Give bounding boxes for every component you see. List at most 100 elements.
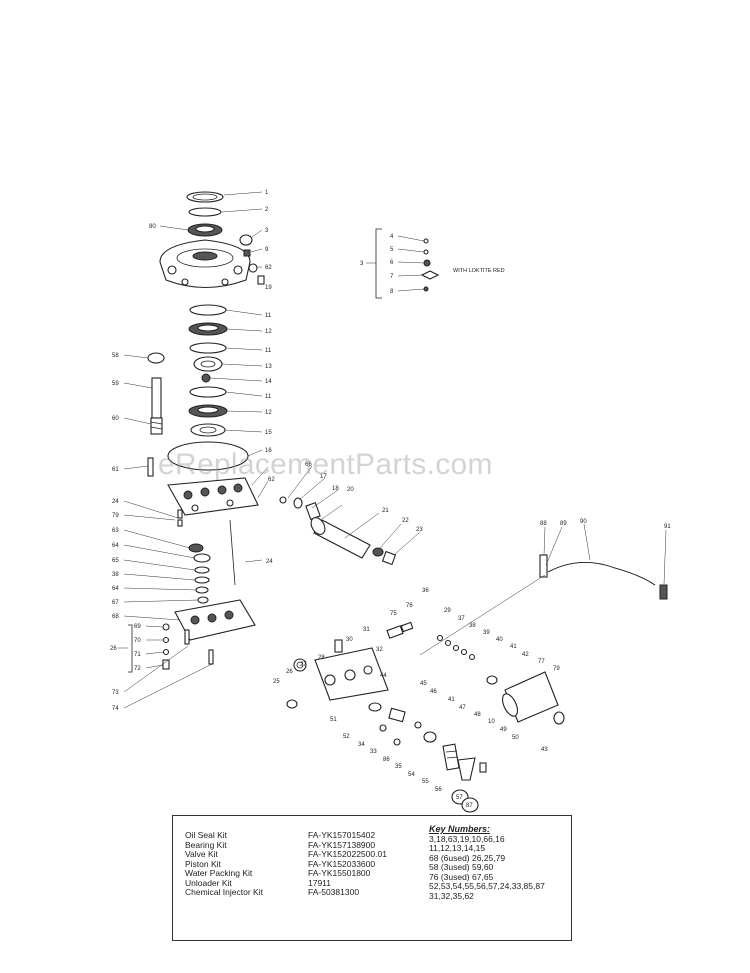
inset-note: WITH LOKTITE RED bbox=[453, 268, 505, 274]
callout-label: 11 bbox=[265, 394, 272, 400]
part-59-guide bbox=[151, 377, 162, 419]
part-1-oil-seal bbox=[186, 191, 224, 203]
part-2-ring bbox=[188, 207, 222, 217]
callout-label: 30 bbox=[346, 637, 353, 643]
callout-label: 14 bbox=[265, 379, 272, 385]
crankcase-housing bbox=[159, 239, 251, 289]
callout-label: 15 bbox=[265, 430, 272, 436]
callout-label: 62 bbox=[265, 265, 272, 271]
crankcase-assembly bbox=[147, 191, 265, 477]
key-numbers: 58 (3used) 59,60 bbox=[429, 862, 494, 872]
callout-label: 74 bbox=[112, 706, 119, 712]
callout-label: 86 bbox=[383, 757, 390, 763]
kit-name: Valve Kit bbox=[185, 849, 218, 859]
kit-name: Unloader Kit bbox=[185, 877, 232, 888]
manifold-assembly bbox=[162, 477, 259, 670]
callout-label: 42 bbox=[522, 652, 529, 658]
callout-label: 9 bbox=[265, 247, 269, 253]
callout-label: 67 bbox=[112, 600, 119, 606]
callout-label: 52 bbox=[343, 734, 350, 740]
part-61-pin bbox=[147, 457, 154, 477]
inset-item-label: 5 bbox=[390, 247, 394, 253]
callout-label: 65 bbox=[112, 558, 119, 564]
watermark: eReplacementParts.com bbox=[158, 448, 493, 481]
callout-label: 2 bbox=[265, 207, 269, 213]
callout-label: 27 bbox=[300, 662, 307, 668]
kit-name-column: Oil Seal Kit Bearing Kit Valve Kit Pisto… bbox=[185, 830, 263, 898]
callout-label: 12 bbox=[265, 410, 272, 416]
callout-label: 11 bbox=[265, 313, 272, 319]
key-numbers: 68 (6used) 26,25,79 bbox=[429, 852, 506, 863]
callout-label: 54 bbox=[408, 772, 415, 778]
callout-label: 72 bbox=[134, 666, 141, 672]
callout-label: 34 bbox=[358, 742, 365, 748]
callout-label: 60 bbox=[112, 416, 119, 422]
part-9-plug bbox=[243, 249, 251, 257]
callout-label: 31 bbox=[363, 627, 370, 633]
key-numbers-title: Key Numbers: bbox=[429, 824, 491, 834]
callout-label: 41 bbox=[448, 697, 455, 703]
callout-label: 35 bbox=[395, 764, 402, 770]
callout-labels: 1 2 3 9 62 19 80 11 12 11 13 14 11 12 15… bbox=[110, 190, 671, 809]
key-numbers-column: Key Numbers: 3,18,63,19,10,66,16 11,12,1… bbox=[429, 824, 545, 901]
callout-label: 37 bbox=[458, 616, 465, 622]
unloader-assembly bbox=[286, 554, 668, 813]
callout-label: 87 bbox=[466, 803, 473, 809]
callout-label: 36 bbox=[422, 588, 429, 594]
callout-label: 79 bbox=[553, 666, 560, 672]
part-58-nut bbox=[147, 352, 165, 364]
callout-label: 69 bbox=[134, 624, 141, 630]
part-3-cap bbox=[239, 234, 253, 246]
part-88-injector bbox=[539, 554, 548, 578]
kit-code: FA-YK152033600 bbox=[308, 858, 376, 869]
callout-label: 19 bbox=[265, 285, 272, 291]
callout-label: 89 bbox=[560, 521, 567, 527]
part-19-bolt bbox=[257, 275, 265, 285]
callout-label: 56 bbox=[435, 787, 442, 793]
key-numbers: 31,32,35,62 bbox=[429, 890, 474, 901]
part-60-spring bbox=[150, 417, 163, 435]
kit-code: FA-YK15501800 bbox=[308, 868, 371, 878]
callout-label: 48 bbox=[474, 712, 481, 718]
kit-name: Chemical Injector Kit bbox=[185, 887, 263, 897]
callout-label: 88 bbox=[540, 521, 547, 527]
kit-name: Piston Kit bbox=[185, 858, 221, 869]
callout-label: 43 bbox=[541, 747, 548, 753]
key-numbers: 52,53,54,55,56,57,24,33,85,87 bbox=[429, 881, 545, 891]
callout-label: 44 bbox=[380, 673, 387, 679]
key-numbers: 3,18,63,19,10,66,16 bbox=[429, 833, 505, 844]
key-numbers: 76 (3used) 67,65 bbox=[429, 871, 494, 882]
callout-label: 32 bbox=[376, 647, 383, 653]
callout-label: 24 bbox=[112, 499, 119, 505]
inset-item-label: 8 bbox=[390, 289, 394, 295]
callout-label: 45 bbox=[420, 681, 427, 687]
callout-label: 18 bbox=[332, 486, 339, 492]
kit-name: Bearing Kit bbox=[185, 839, 227, 850]
part-87-cap bbox=[461, 797, 479, 813]
callout-label: 70 bbox=[134, 638, 141, 644]
callout-label: 90 bbox=[580, 519, 587, 525]
callout-label: 24 bbox=[266, 559, 273, 565]
kit-code: FA-YK152022500.01 bbox=[308, 849, 387, 859]
callout-label: 39 bbox=[483, 630, 490, 636]
kit-code: 17911 bbox=[308, 877, 332, 888]
callout-label: 75 bbox=[390, 611, 397, 617]
callout-label: 91 bbox=[664, 524, 671, 530]
callout-label: 13 bbox=[265, 364, 272, 370]
callout-label: 26 bbox=[286, 669, 293, 675]
callout-label: 64 bbox=[112, 543, 119, 549]
inset-item-label: 4 bbox=[390, 234, 394, 240]
callout-label: 38 bbox=[469, 623, 476, 629]
callout-label: 11 bbox=[265, 348, 272, 354]
kit-code: FA-50381300 bbox=[308, 887, 360, 897]
kit-name: Oil Seal Kit bbox=[185, 830, 228, 840]
kit-name: Water Packing Kit bbox=[185, 868, 253, 878]
callout-label: 71 bbox=[134, 652, 141, 658]
callout-label: 66 bbox=[305, 462, 312, 468]
callout-label: 28 bbox=[318, 655, 325, 661]
callout-label: 58 bbox=[112, 353, 119, 359]
inset-item-label: 6 bbox=[390, 260, 394, 266]
callout-label: 17 bbox=[320, 474, 327, 480]
callout-label: 22 bbox=[402, 518, 409, 524]
callout-label: 79 bbox=[112, 513, 119, 519]
